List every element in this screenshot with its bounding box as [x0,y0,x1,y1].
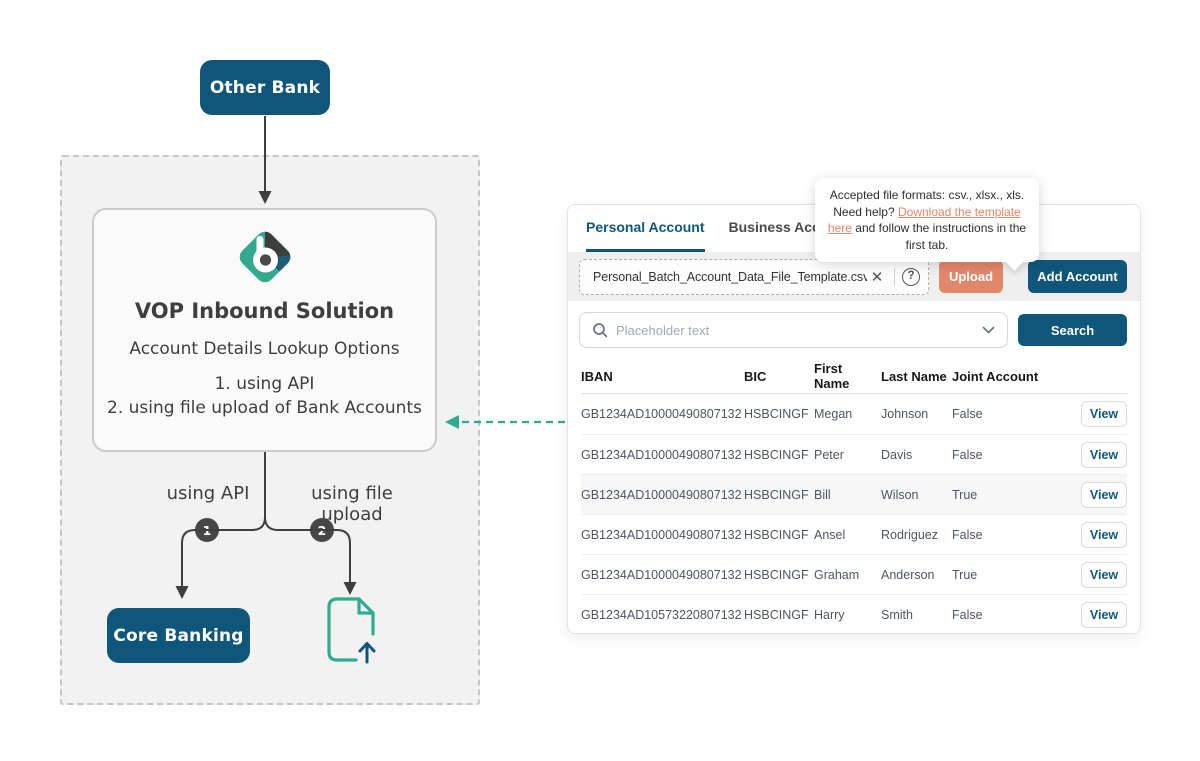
cell-action: View [1077,441,1127,468]
tooltip-text-after: and follow the instructions in the first… [851,221,1027,252]
cell-last-name: Johnson [881,407,929,421]
cell-iban: GB1234AD10000490807132 [581,407,742,421]
solution-title: VOP Inbound Solution [134,299,395,323]
search-bar: Search [568,301,1140,359]
cell-action: View [1077,481,1127,508]
vop-logo-icon [235,228,294,286]
table-row: GB1234AD10000490807132 HSBCINGF Bill Wil… [581,474,1127,514]
branch-number-2-badge: 2 [310,518,334,542]
cell-last-name: Wilson [881,487,919,502]
cell-first-name: Harry [814,607,845,622]
cell-first-name: Peter [814,447,844,462]
view-button[interactable]: View [1081,441,1127,468]
vop-solution-card: VOP Inbound Solution Account Details Loo… [92,208,437,452]
cell-iban: GB1234AD10573220807132 [581,607,742,622]
cell-joint-account: False [952,607,983,622]
cell-first-name: Bill [814,487,831,502]
view-button[interactable]: View [1081,561,1127,588]
divider [894,267,895,286]
cell-joint-account: True [952,567,978,582]
cell-first-name: Graham [814,567,860,582]
cell-last-name: Rodriguez [881,527,938,542]
cell-action: View [1077,561,1127,588]
view-button[interactable]: View [1081,481,1127,508]
view-button[interactable]: View [1081,521,1127,548]
cell-action: View [1077,401,1127,427]
cell-iban: GB1234AD10000490807132 [581,527,742,542]
table-row: GB1234AD10000490807132 HSBCINGF Graham A… [581,554,1127,594]
branch-label-using-api: using API [166,483,250,504]
cell-joint-account: False [952,407,983,421]
selected-file-field[interactable]: Personal_Batch_Account_Data_File_Templat… [579,258,929,295]
upload-button[interactable]: Upload [939,260,1003,293]
cell-joint-account: False [952,447,983,462]
file-upload-icon [327,597,376,664]
clear-file-icon[interactable]: ✕ [867,267,887,287]
help-icon[interactable]: ? [902,267,920,286]
branch-number-1-badge: 1 [195,518,219,542]
selected-file-name: Personal_Batch_Account_Data_File_Templat… [593,269,867,284]
other-bank-node[interactable]: Other Bank [200,60,330,115]
cell-first-name: Ansel [814,527,846,542]
col-header-first-name: First Name [814,361,850,391]
cell-joint-account: False [952,527,983,542]
add-account-button[interactable]: Add Account [1028,260,1127,293]
search-input[interactable] [616,322,982,338]
cell-iban: GB1234AD10000490807132 [581,567,742,582]
table-header: IBAN BIC First Name Last Name Joint Acco… [581,359,1127,394]
cell-bic: HSBCINGF [744,607,809,622]
table-body: GB1234AD10000490807132 HSBCINGF Megan Jo… [581,394,1127,633]
view-button[interactable]: View [1081,601,1127,628]
chevron-down-icon[interactable] [982,326,995,334]
solution-option-api: 1. using API [214,374,315,394]
col-header-bic: BIC [744,368,767,384]
cell-joint-account: True [952,487,978,502]
cell-bic: HSBCINGF [744,487,809,502]
cell-action: View [1077,521,1127,548]
cell-iban: GB1234AD10000490807132 [581,447,742,462]
cell-bic: HSBCINGF [744,407,809,421]
col-header-joint-account: Joint Account [952,368,1039,384]
branch-label-using-file-upload: using file upload [311,483,393,525]
col-header-last-name: Last Name [881,368,947,384]
cell-bic: HSBCINGF [744,527,809,542]
table-row: GB1234AD10573220807132 HSBCINGF Harry Sm… [581,594,1127,633]
solution-options: 1. using API 2. using file upload of Ban… [107,372,422,420]
search-icon [593,323,608,338]
help-tooltip: Accepted file formats: csv., xlsx., xls.… [815,178,1039,271]
cell-first-name: Megan [814,407,853,421]
cell-last-name: Smith [881,607,913,622]
cell-bic: HSBCINGF [744,567,809,582]
file-upload-bar: Personal_Batch_Account_Data_File_Templat… [568,252,1140,301]
cell-last-name: Davis [881,447,913,462]
col-header-iban: IBAN [581,368,613,384]
cell-last-name: Anderson [881,567,935,582]
solution-option-file-upload: 2. using file upload of Bank Accounts [107,398,422,418]
view-button[interactable]: View [1081,401,1127,427]
tooltip-text-before: Accepted file formats: csv., xlsx., xls.… [829,188,1025,219]
core-banking-node[interactable]: Core Banking [107,608,250,663]
table-row: GB1234AD10000490807132 HSBCINGF Peter Da… [581,434,1127,474]
cell-bic: HSBCINGF [744,447,809,462]
download-template-link[interactable]: Download the template here [827,204,1021,236]
table-row: GB1234AD10000490807132 HSBCINGF Ansel Ro… [581,514,1127,554]
search-button[interactable]: Search [1018,314,1127,346]
search-field[interactable] [579,312,1008,348]
accounts-table: IBAN BIC First Name Last Name Joint Acco… [568,359,1140,633]
tab-personal-account[interactable]: Personal Account [586,205,705,252]
cell-action: View [1077,601,1127,628]
table-row: GB1234AD10000490807132 HSBCINGF Megan Jo… [581,394,1127,434]
cell-iban: GB1234AD10000490807132 [581,487,742,502]
accounts-panel: Personal Account Business Account Person… [567,204,1141,634]
solution-subtitle: Account Details Lookup Options [129,339,400,359]
